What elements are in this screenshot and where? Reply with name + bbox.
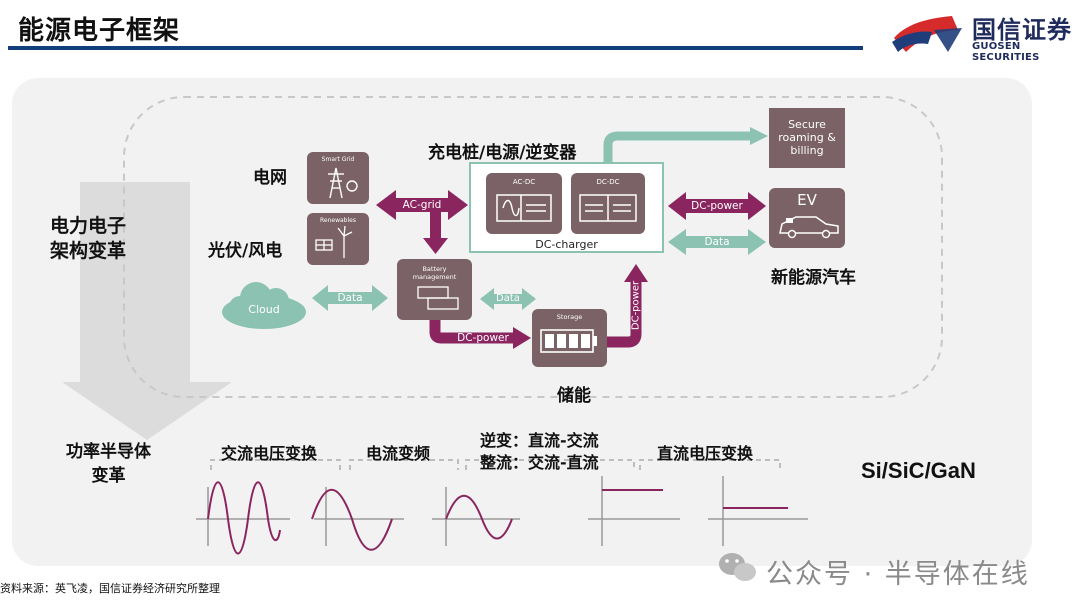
conversion-label-ac-voltage: 交流电压变换 bbox=[221, 444, 318, 463]
label-renewables: 光伏/风电 bbox=[208, 241, 283, 261]
label-power-electronics: 电力电子 架构变革 bbox=[50, 215, 127, 262]
dc-power-vertical-label: DC-power bbox=[630, 280, 642, 331]
dc-power-vertical-arrow bbox=[607, 264, 648, 348]
storage-caption: Storage bbox=[556, 313, 583, 321]
label-charger-group: 充电桩/电源/逆变器 bbox=[428, 143, 577, 163]
conversion-label-frequency: 电流变频 bbox=[366, 444, 431, 463]
secure-roaming-box bbox=[769, 108, 845, 168]
watermark: 公众号 · 半导体在线 bbox=[766, 559, 1030, 590]
conversion-brackets bbox=[210, 459, 781, 470]
page-title: 能源电子框架 bbox=[18, 16, 181, 46]
label-ev-group: 新能源汽车 bbox=[771, 268, 856, 288]
storage-icon bbox=[532, 309, 607, 367]
label-grid: 电网 bbox=[253, 168, 287, 188]
ac-grid-arrow bbox=[376, 190, 468, 220]
waveform-dc-high bbox=[588, 476, 680, 546]
data-ev-arrow bbox=[668, 229, 766, 255]
waveform-dc-low bbox=[708, 476, 808, 546]
data-ev-label: Data bbox=[704, 236, 730, 248]
data-cloud-label: Data bbox=[337, 292, 363, 304]
materials-label: Si/SiC/GaN bbox=[861, 458, 976, 483]
data-storage-label: Data bbox=[496, 293, 520, 304]
title-rule bbox=[8, 46, 863, 50]
smart-grid-caption: Smart Grid bbox=[321, 156, 355, 163]
dc-dc-module bbox=[571, 173, 645, 234]
ac-grid-label: AC-grid bbox=[402, 199, 442, 211]
data-storage-arrow bbox=[480, 288, 536, 310]
renewables-caption: Renewables bbox=[320, 217, 356, 224]
waveform-ac-voltage bbox=[196, 481, 290, 555]
logo-text: 国信证券 bbox=[972, 16, 1072, 44]
arrow-to-secure bbox=[603, 127, 768, 163]
ev-icon bbox=[769, 188, 845, 248]
secure-roaming-label: Secure roaming & billing bbox=[778, 118, 836, 157]
waveform-frequency bbox=[311, 487, 404, 551]
dc-power-bottom-arrow bbox=[429, 320, 531, 349]
ac-dc-module bbox=[486, 173, 562, 234]
down-arrow-to-battery bbox=[423, 212, 448, 254]
label-power-semiconductor: 功率半导体 变革 bbox=[66, 442, 151, 486]
cloud-icon bbox=[222, 282, 306, 329]
dc-dc-caption: DC-DC bbox=[596, 178, 620, 186]
ev-label: EV bbox=[797, 191, 817, 209]
dc-charger-caption: DC-charger bbox=[535, 238, 598, 251]
smart-grid-icon bbox=[307, 152, 369, 204]
battery-management-icon bbox=[397, 259, 472, 320]
conversion-label-inverter: 逆变：直流-交流 整流：交流-直流 bbox=[480, 431, 599, 472]
wechat-icon bbox=[719, 553, 756, 581]
label-storage-group: 储能 bbox=[557, 386, 591, 406]
guosen-logo-icon bbox=[892, 16, 962, 52]
dc-power-bottom-label: DC-power bbox=[457, 332, 509, 344]
dc-power-ev-label: DC-power bbox=[691, 200, 743, 212]
data-cloud-arrow bbox=[312, 285, 388, 311]
dc-power-ev-arrow bbox=[668, 192, 766, 220]
conversion-label-dc-voltage: 直流电压变换 bbox=[657, 444, 754, 463]
ac-dc-caption: AC-DC bbox=[512, 178, 536, 186]
cloud-label: Cloud bbox=[248, 303, 280, 316]
logo-subtitle: GUOSEN SECURITIES bbox=[972, 41, 1040, 63]
big-down-arrow bbox=[62, 182, 232, 440]
source-note: 资料来源：英飞凌，国信证券经济研究所整理 bbox=[0, 582, 220, 595]
battery-management-caption: Battery management bbox=[412, 265, 457, 281]
waveform-inverter bbox=[432, 487, 520, 546]
renewables-icon bbox=[307, 213, 369, 265]
